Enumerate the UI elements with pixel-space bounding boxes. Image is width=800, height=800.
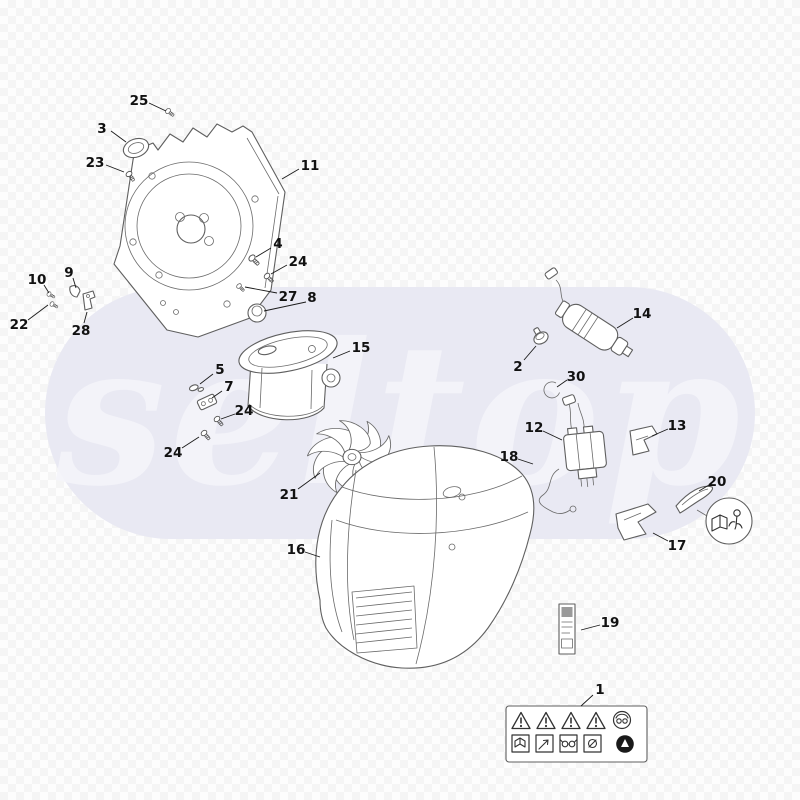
leader-line-28-11	[83, 311, 88, 324]
part-15-motor	[238, 330, 341, 421]
part-callout-8-7: 8	[307, 290, 316, 306]
book-icon	[711, 514, 728, 532]
part-12-switch	[562, 394, 607, 487]
part-9-clip	[69, 285, 81, 298]
leader-line-17-25	[652, 532, 669, 542]
leader-line-11-3	[281, 168, 300, 180]
part-callout-17-25: 17	[668, 538, 687, 554]
leader-line-24-15	[220, 413, 236, 420]
part-callout-24-16: 24	[164, 445, 183, 461]
part-callout-9-9: 9	[64, 265, 73, 281]
part-callout-5-13: 5	[215, 362, 224, 378]
part-callout-11-3: 11	[301, 158, 320, 174]
leader-line-19-27	[580, 624, 601, 631]
part-21-fan	[302, 413, 402, 501]
part-callout-24-5: 24	[289, 254, 308, 270]
watermark: seltop	[45, 287, 755, 539]
part-callout-25-0: 25	[130, 93, 149, 109]
manual-icon	[514, 737, 526, 748]
part-28-bracket	[82, 290, 96, 311]
leader-line-20-24	[698, 484, 710, 492]
part-5-washer	[188, 384, 205, 392]
leader-line-23-2	[105, 164, 125, 173]
part-callout-16-26: 16	[287, 542, 306, 558]
part-callout-1-28: 1	[595, 682, 604, 698]
leader-line-24-5	[270, 264, 288, 275]
ear-protection-icon	[612, 710, 632, 730]
leader-line-21-17	[297, 472, 321, 490]
part-13-bracket	[629, 425, 658, 456]
part-1-warning-label	[505, 705, 648, 763]
leader-line-22-10	[27, 304, 49, 321]
leader-line-27-6	[244, 286, 278, 294]
leader-line-4-4	[255, 247, 272, 258]
leader-line-3-1	[110, 130, 127, 143]
part-callout-23-2: 23	[86, 155, 105, 171]
part-7-bracket	[196, 393, 218, 411]
part-callout-4-4: 4	[273, 236, 282, 252]
leader-line-7-14	[211, 390, 223, 399]
part-18-cable	[538, 468, 577, 514]
part-17-deflector	[615, 503, 657, 541]
leader-line-5-13	[199, 373, 214, 385]
watermark-band	[45, 287, 755, 539]
part-16-housing	[315, 445, 535, 669]
part-callout-21-17: 21	[280, 487, 299, 503]
tool-icon	[538, 739, 549, 750]
goggles-icon	[559, 739, 578, 748]
leader-line-8-7	[263, 301, 307, 312]
leader-line-9-9	[72, 277, 77, 289]
part-30-clip	[543, 381, 560, 399]
part-callout-10-8: 10	[28, 272, 47, 288]
part-callout-27-6: 27	[279, 289, 298, 305]
leader-line-13-22	[651, 428, 669, 437]
part-callout-15-12: 15	[352, 340, 371, 356]
part-callout-28-11: 28	[72, 323, 91, 339]
pictogram-badge	[696, 497, 753, 545]
part-3-ring	[122, 137, 150, 159]
part-callout-14-19: 14	[633, 306, 652, 322]
leader-line-18-23	[517, 458, 534, 465]
leader-line-24-16	[181, 436, 200, 449]
part-callout-2-18: 2	[513, 359, 522, 375]
leader-line-2-18	[523, 345, 537, 361]
part-callout-13-22: 13	[668, 418, 687, 434]
part-callout-18-23: 18	[500, 449, 519, 465]
leader-line-25-0	[148, 102, 167, 112]
part-14-ignition-module	[544, 267, 634, 358]
leader-line-16-26	[304, 551, 321, 558]
leader-line-10-8	[43, 284, 50, 294]
part-2-cap	[533, 327, 549, 345]
part-19-label-strip	[558, 603, 576, 655]
leader-line-1-28	[580, 694, 594, 707]
part-callout-3-1: 3	[97, 121, 106, 137]
part-callout-12-21: 12	[525, 420, 544, 436]
part-callout-19-27: 19	[601, 615, 620, 631]
leader-line-15-12	[332, 350, 351, 359]
leader-line-12-21	[542, 430, 563, 441]
part-10-screw	[45, 290, 57, 300]
part-callout-24-15: 24	[235, 403, 254, 419]
part-callout-20-24: 20	[708, 474, 727, 490]
leader-line-14-19	[616, 317, 634, 329]
part-callout-7-14: 7	[224, 379, 233, 395]
part-callout-30-20: 30	[567, 369, 586, 385]
part-20-lever	[675, 485, 714, 514]
keep-away-icon	[587, 738, 598, 749]
part-11-housing-cover	[113, 123, 286, 338]
part-25-screw	[164, 107, 176, 119]
part-8-grommet	[247, 303, 267, 323]
part-callout-22-10: 22	[10, 317, 29, 333]
leader-line-30-20	[556, 379, 568, 388]
